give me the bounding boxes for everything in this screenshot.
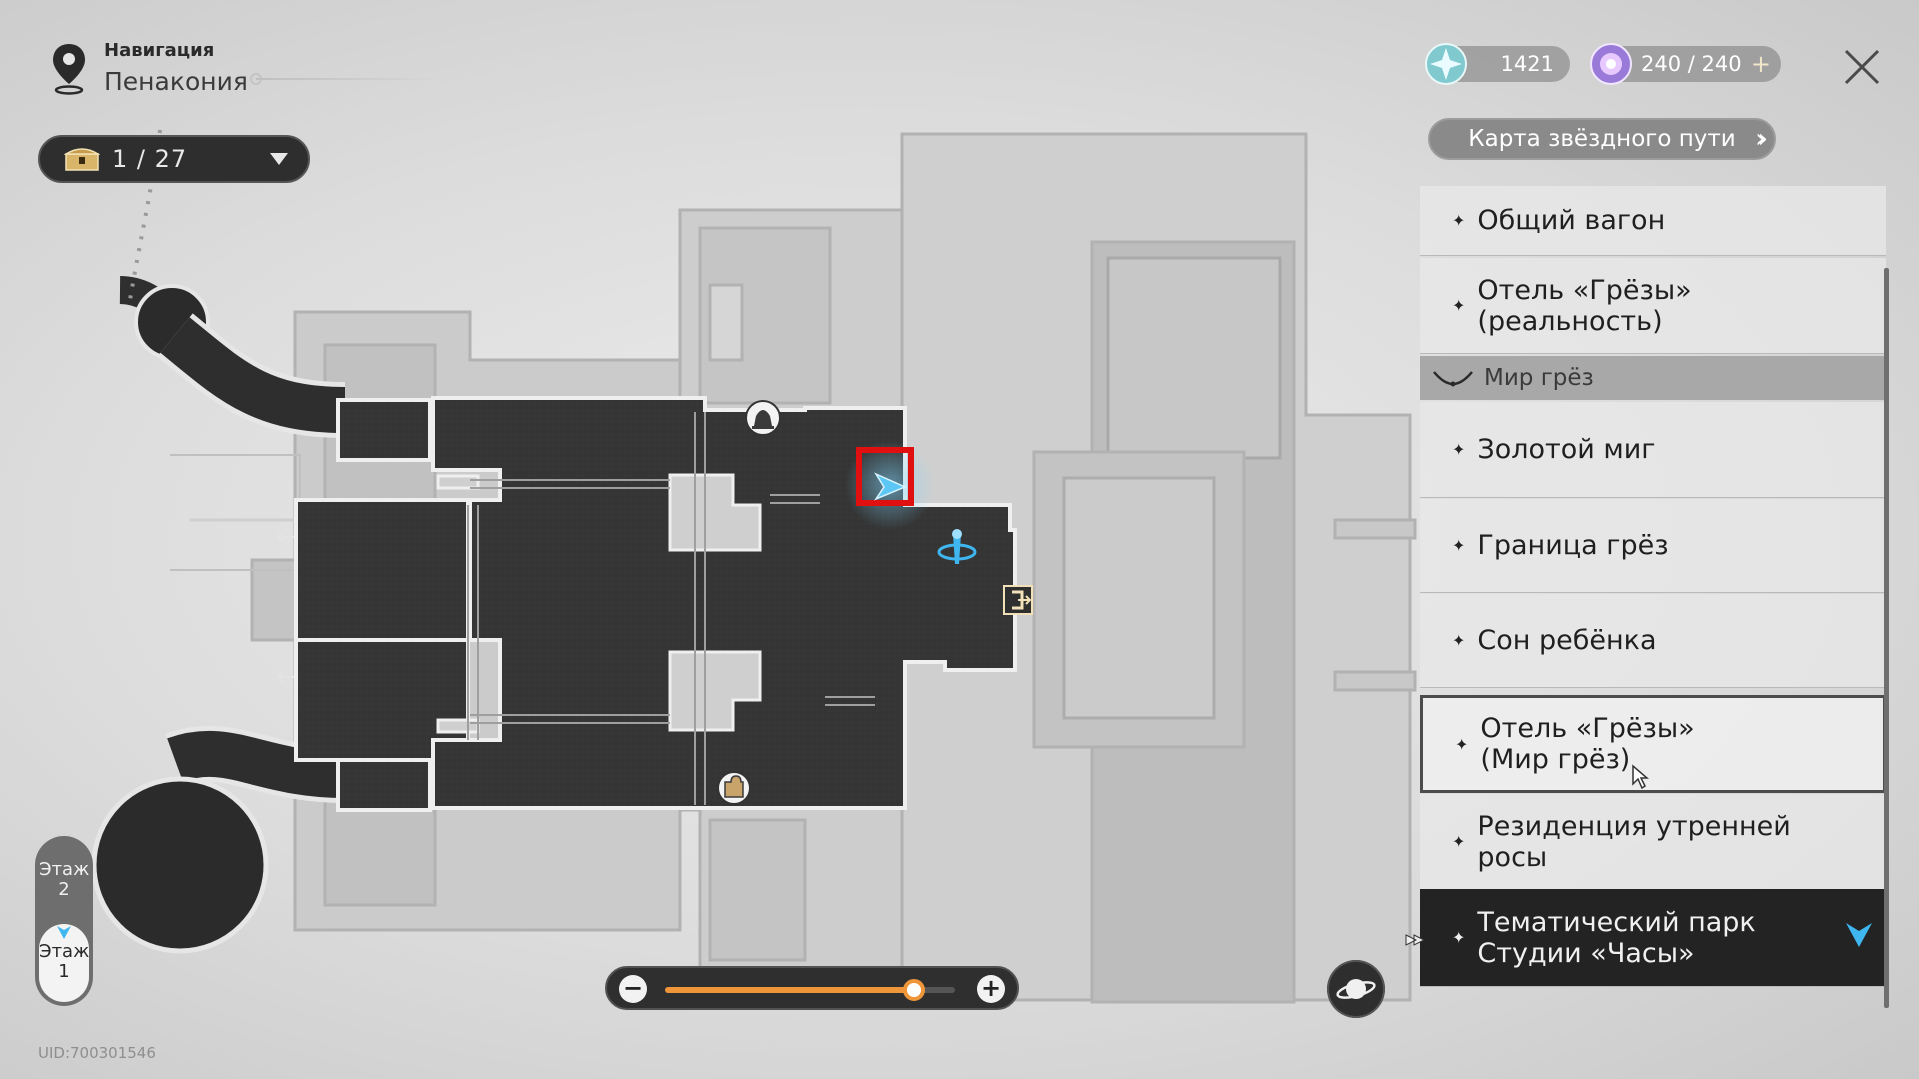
navigation-caption: Навигация [104,40,215,61]
close-icon[interactable] [1840,45,1884,89]
floor-1-button[interactable]: Этаж 1 [39,924,89,1002]
location-group-label: Мир грёз [1484,365,1594,391]
star-icon: ✦ [1455,734,1469,754]
treasure-chest-counter[interactable]: 1 / 27 [38,135,310,183]
location-group-dreamscape[interactable]: Мир грёз [1420,356,1886,400]
location-item-dewlight-pavilion[interactable]: ✦ Резиденция утренней росы [1420,794,1886,890]
zoom-in-button[interactable]: + [977,975,1005,1003]
planet-switch-icon[interactable] [1327,960,1385,1018]
player-location-marker-icon [1846,923,1872,947]
collapse-wings-icon [1433,371,1473,387]
floor-selector: Этаж 2 Этаж 1 [35,836,93,1006]
location-list-scrollbar[interactable] [1884,268,1889,1008]
map-inner-rooms [436,473,762,734]
location-item-label: Отель «Грёзы» (реальность) [1477,274,1692,337]
navigation-header: Навигация Пенакония [48,40,248,96]
chevron-down-icon[interactable] [270,153,288,165]
location-item-hotel-dreamscape[interactable]: ✦ Отель «Грёзы» (Мир грёз) [1420,695,1886,793]
location-item-hotel-reality[interactable]: ✦ Отель «Грёзы» (реальность) [1420,258,1886,354]
floor-1-number: 1 [58,961,70,982]
map-stairs [467,412,875,805]
floor-2-label: Этаж [39,859,90,880]
location-item-golden-hour[interactable]: ✦ Золотой миг [1420,402,1886,498]
map-walkways: ← ← [91,129,346,954]
location-item-common-car[interactable]: ✦ Общий вагон [1420,186,1886,256]
treasure-chest-icon [64,148,100,171]
zoom-slider-track[interactable] [665,979,955,1001]
trailblaze-power-value: 240 / 240 [1641,52,1742,76]
trailblaze-power-icon [1590,43,1632,85]
double-chevron-right-icon: ›› [1755,124,1767,154]
mouse-cursor-icon [1632,764,1649,790]
add-power-button[interactable]: + [1750,50,1771,78]
left-arrow-icon-2: ← [276,662,298,692]
zoom-out-button[interactable]: − [619,975,647,1003]
location-item-label: Сон ребёнка [1477,625,1657,656]
zoom-slider-handle[interactable] [903,979,926,1001]
exit-door-icon[interactable] [1003,585,1033,615]
space-anchor-icon[interactable] [937,529,977,564]
zoom-slider-fill [665,987,915,993]
left-arrow-icon: ← [276,522,298,552]
star-icon: ✦ [1452,440,1466,459]
stellar-jade-value: 1421 [1500,52,1554,76]
chest-counter-text: 1 / 27 [112,145,188,173]
floor-1-label: Этаж [39,941,90,962]
zoom-control: − + [605,966,1019,1010]
location-item-label: Тематический парк Студии «Часы» [1477,906,1756,969]
location-item-label: Общий вагон [1477,205,1666,236]
star-rail-map-label: Карта звёздного пути [1468,126,1736,152]
star-icon: ✦ [1452,296,1466,315]
location-item-label: Граница грёз [1477,530,1669,561]
star-rail-map-button[interactable]: Карта звёздного пути ›› [1428,118,1776,160]
location-item-label: Резиденция утренней росы [1477,810,1791,873]
stellar-jade-counter: 1421 [1425,43,1570,85]
navigation-location: Пенакония [104,67,248,96]
nav-decor-line [256,78,441,80]
location-item-childs-dream[interactable]: ✦ Сон ребёнка [1420,594,1886,688]
floor-2-button[interactable]: Этаж 2 [39,860,89,900]
location-item-label: Золотой миг [1477,434,1656,465]
trailblaze-power-counter[interactable]: 240 / 240 + [1590,43,1781,85]
star-icon: ✦ [1452,536,1466,555]
star-icon: ✦ [1452,928,1466,947]
stellar-jade-icon [1425,43,1467,85]
location-item-dream-edge[interactable]: ✦ Граница грёз [1420,499,1886,593]
location-item-clock-studios-theme-park[interactable]: ✦ Тематический парк Студии «Часы» [1405,889,1886,987]
current-floor-marker-icon [57,926,71,939]
user-id: UID:700301546 [38,1044,156,1062]
location-list: ✦ Общий вагон ✦ Отель «Грёзы» (реальност… [1405,186,1886,1006]
bell-icon[interactable] [745,400,781,436]
floor-2-number: 2 [58,879,70,900]
highlight-box [856,447,914,506]
puzzle-icon[interactable] [717,771,751,805]
star-icon: ✦ [1452,631,1466,650]
location-item-label: Отель «Грёзы» (Мир грёз) [1480,713,1695,775]
star-icon: ✦ [1452,211,1466,230]
location-pin-icon [53,44,85,95]
player-arrow-icon [874,472,907,501]
star-icon: ✦ [1452,832,1466,851]
current-location-arrow-icon [1405,934,1426,946]
